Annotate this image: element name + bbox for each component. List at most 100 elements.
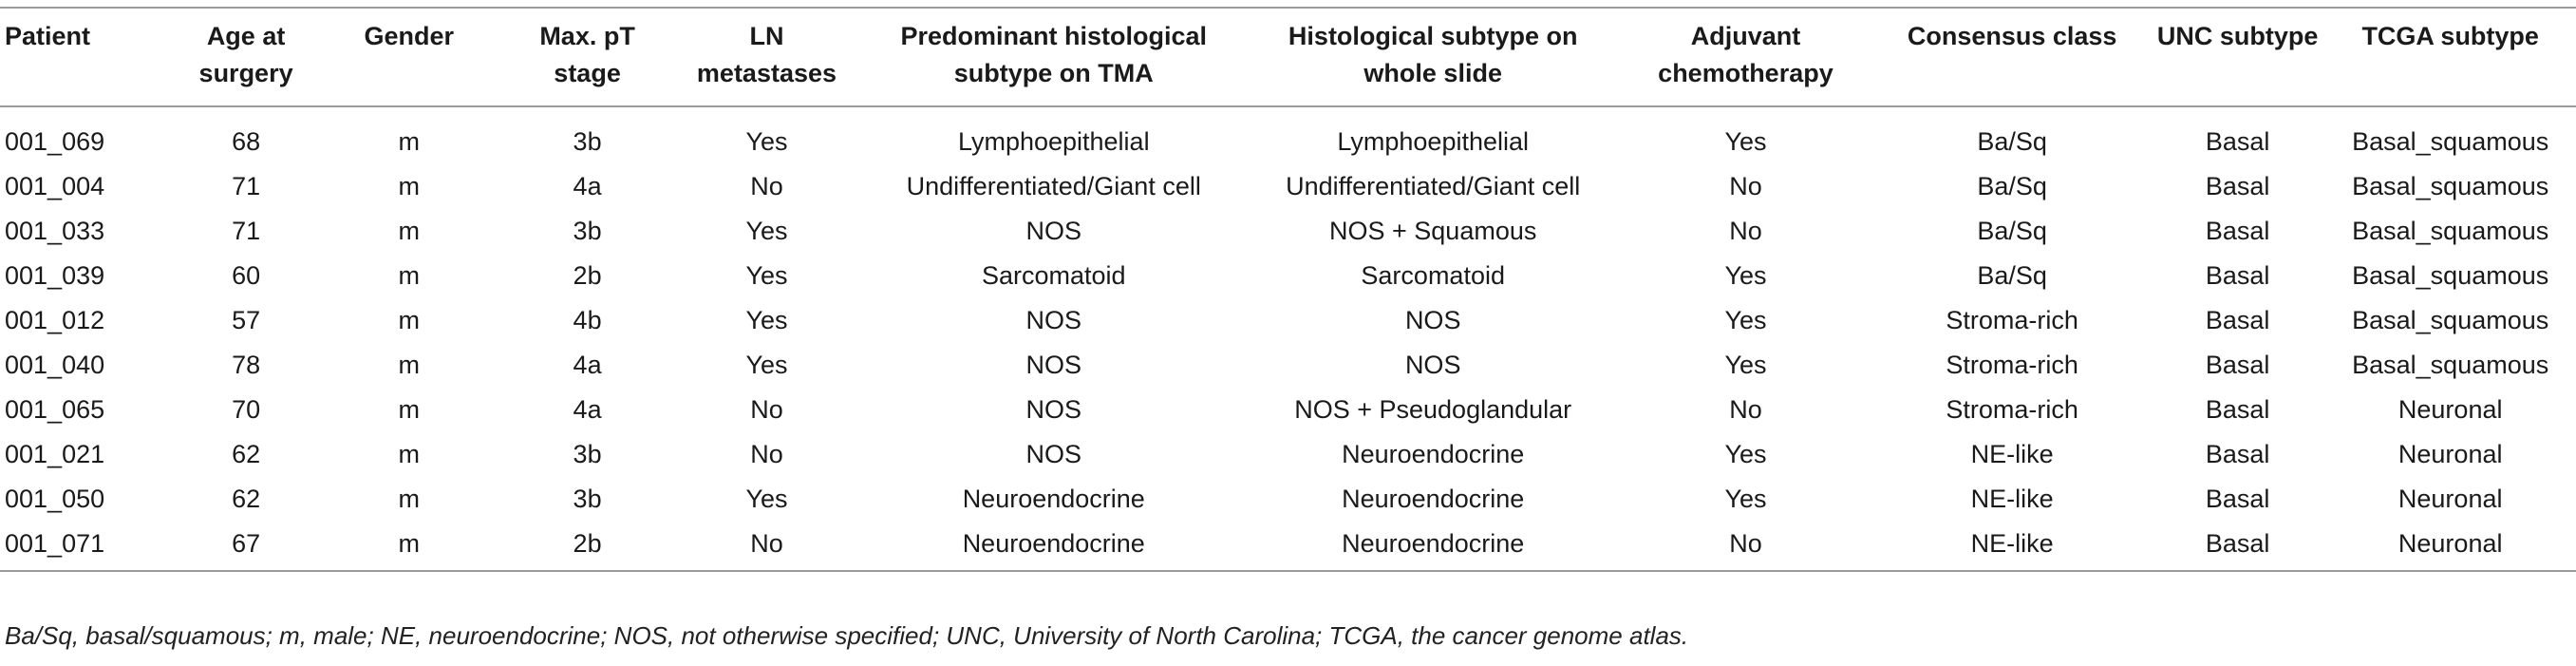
table-cell: Stroma-rich xyxy=(1946,306,2078,334)
table-cell: No xyxy=(750,395,783,424)
table-cell: 001_069 xyxy=(5,127,105,156)
table-cell: Yes xyxy=(1724,440,1767,468)
table-cell: Ba/Sq xyxy=(1977,261,2047,290)
table-cell: Basal xyxy=(2205,395,2270,424)
table-cell: NE-like xyxy=(1970,440,2054,468)
table-cell: NOS xyxy=(1025,306,1082,334)
table-cell: NOS xyxy=(1025,351,1082,379)
table-footnote: Ba/Sq, basal/squamous; m, male; NE, neur… xyxy=(5,621,1689,650)
table-cell: Basal xyxy=(2205,217,2270,245)
table-cell: NOS xyxy=(1404,306,1461,334)
table-cell: Neuroendocrine xyxy=(962,529,1145,558)
table-cell: NE-like xyxy=(1970,529,2054,558)
table-cell: 3b xyxy=(573,440,602,468)
table-cell: No xyxy=(1729,395,1762,424)
table-row: 001_050 62 m 3b Yes Neuroendocrine Neuroendocr… xyxy=(0,474,2576,519)
table-cell: Yes xyxy=(745,351,788,379)
table-cell: Neuroendocrine xyxy=(1342,529,1525,558)
table-cell: Basal_squamous xyxy=(2352,172,2549,200)
table-cell: Sarcomatoid xyxy=(1361,261,1505,290)
table-cell: Yes xyxy=(745,306,788,334)
table-cell: 4a xyxy=(573,351,602,379)
table-cell: Yes xyxy=(1724,306,1767,334)
table-cell: Ba/Sq xyxy=(1977,172,2047,200)
table-cell: Neuroendocrine xyxy=(1342,485,1525,513)
table-cell: 001_033 xyxy=(5,217,105,245)
column-header: UNC subtype xyxy=(2156,22,2319,50)
column-header: Patient xyxy=(5,22,91,50)
table-cell: 3b xyxy=(573,485,602,513)
column-header: Gender xyxy=(364,22,454,50)
table-cell: 001_004 xyxy=(5,172,105,200)
table-cell: No xyxy=(750,529,783,558)
table-cell: 67 xyxy=(232,529,261,558)
column-header: TCGA subtype xyxy=(2361,22,2539,50)
table-cell: 4a xyxy=(573,172,602,200)
table-cell: Neuroendocrine xyxy=(962,485,1145,513)
column-header: Consensus class xyxy=(1907,22,2117,50)
table-cell: 78 xyxy=(232,351,261,379)
table-cell: m xyxy=(398,127,420,156)
table-cell: No xyxy=(1729,217,1762,245)
table-cell: m xyxy=(398,485,420,513)
table-cell: Yes xyxy=(745,261,788,290)
table-cell: Stroma-rich xyxy=(1946,395,2078,424)
table-cell: Basal xyxy=(2205,529,2270,558)
table-cell: NOS xyxy=(1025,440,1082,468)
table-cell: 62 xyxy=(232,485,261,513)
patient-table: Patient Age at surgery Gender Max. pT stage… xyxy=(0,7,2576,572)
table-cell: 001_050 xyxy=(5,485,105,513)
table-cell: m xyxy=(398,306,420,334)
table-cell: Ba/Sq xyxy=(1977,217,2047,245)
table-cell: Ba/Sq xyxy=(1977,127,2047,156)
table-cell: 70 xyxy=(232,395,261,424)
table-cell: m xyxy=(398,261,420,290)
table-cell: Lymphoepithelial xyxy=(957,127,1150,156)
table-cell: Neuronal xyxy=(2397,485,2503,513)
table-cell: Basal xyxy=(2205,127,2270,156)
table-cell: 4b xyxy=(573,306,602,334)
table-cell: Undifferentiated/Giant cell xyxy=(1286,172,1581,200)
table-cell: Sarcomatoid xyxy=(981,261,1126,290)
table-cell: Basal xyxy=(2205,261,2270,290)
table-cell: 71 xyxy=(232,172,261,200)
table-cell: 4a xyxy=(573,395,602,424)
column-header: Adjuvant chemotherapy xyxy=(1658,22,1833,87)
table-cell: Yes xyxy=(1724,351,1767,379)
column-header: Predominant histological subtype on TMA xyxy=(900,22,1208,87)
table-cell: Undifferentiated/Giant cell xyxy=(906,172,1201,200)
table-cell: Basal_squamous xyxy=(2352,351,2549,379)
table-cell: Basal_squamous xyxy=(2352,127,2549,156)
table-cell: No xyxy=(1729,172,1762,200)
column-header: Max. pT stage xyxy=(539,22,635,87)
table-cell: Stroma-rich xyxy=(1946,351,2078,379)
column-header: LN metastases xyxy=(696,22,837,87)
table-cell: NOS + Pseudoglandular xyxy=(1294,395,1572,424)
table-cell: Basal_squamous xyxy=(2352,261,2549,290)
column-header: Histological subtype on whole slide xyxy=(1288,22,1578,87)
table-cell: Basal xyxy=(2205,306,2270,334)
table-cell: Basal_squamous xyxy=(2352,217,2549,245)
table-cell: Yes xyxy=(1724,485,1767,513)
table-cell: Yes xyxy=(745,485,788,513)
table-cell: NE-like xyxy=(1970,485,2054,513)
table-cell: No xyxy=(750,440,783,468)
table-cell: Basal xyxy=(2205,485,2270,513)
column-header: Age at surgery xyxy=(198,22,293,87)
table-cell: Lymphoepithelial xyxy=(1337,127,1530,156)
table-cell: Yes xyxy=(745,127,788,156)
table-cell: m xyxy=(398,395,420,424)
table-cell: Basal_squamous xyxy=(2352,306,2549,334)
table-cell: Neuronal xyxy=(2397,395,2503,424)
table-cell: 001_071 xyxy=(5,529,105,558)
table-cell: m xyxy=(398,217,420,245)
table-cell: NOS xyxy=(1025,217,1082,245)
